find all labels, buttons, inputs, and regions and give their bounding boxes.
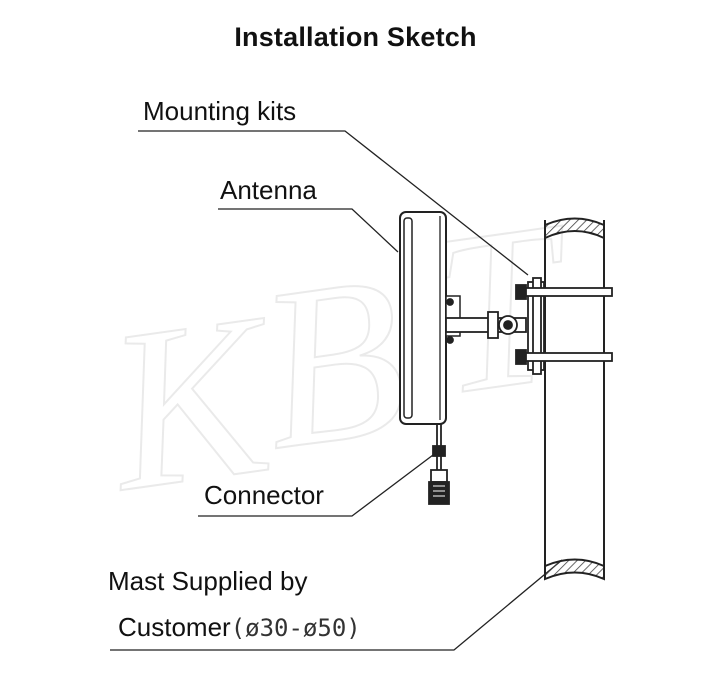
antenna-leader xyxy=(218,208,399,253)
mounting-bracket xyxy=(445,277,613,375)
mast-label-customer: Customer xyxy=(118,612,231,642)
mast-label-line1: Mast Supplied by xyxy=(108,566,308,596)
leader-lines xyxy=(110,130,563,651)
connector xyxy=(428,424,450,505)
diagram-title: Installation Sketch xyxy=(234,22,477,52)
mast-pole xyxy=(544,217,605,581)
connector-label: Connector xyxy=(204,480,324,510)
mast-label-line2: Customer(ø30-ø50) xyxy=(118,612,361,643)
mounting-kits-leader xyxy=(138,130,529,276)
antenna-label: Antenna xyxy=(220,175,317,205)
mast-leader xyxy=(110,559,563,651)
mast-diameter-range: (ø30-ø50) xyxy=(230,614,361,642)
mounting-kits-label: Mounting kits xyxy=(143,96,297,126)
connector-leader xyxy=(198,451,438,517)
antenna-panel xyxy=(399,211,447,425)
